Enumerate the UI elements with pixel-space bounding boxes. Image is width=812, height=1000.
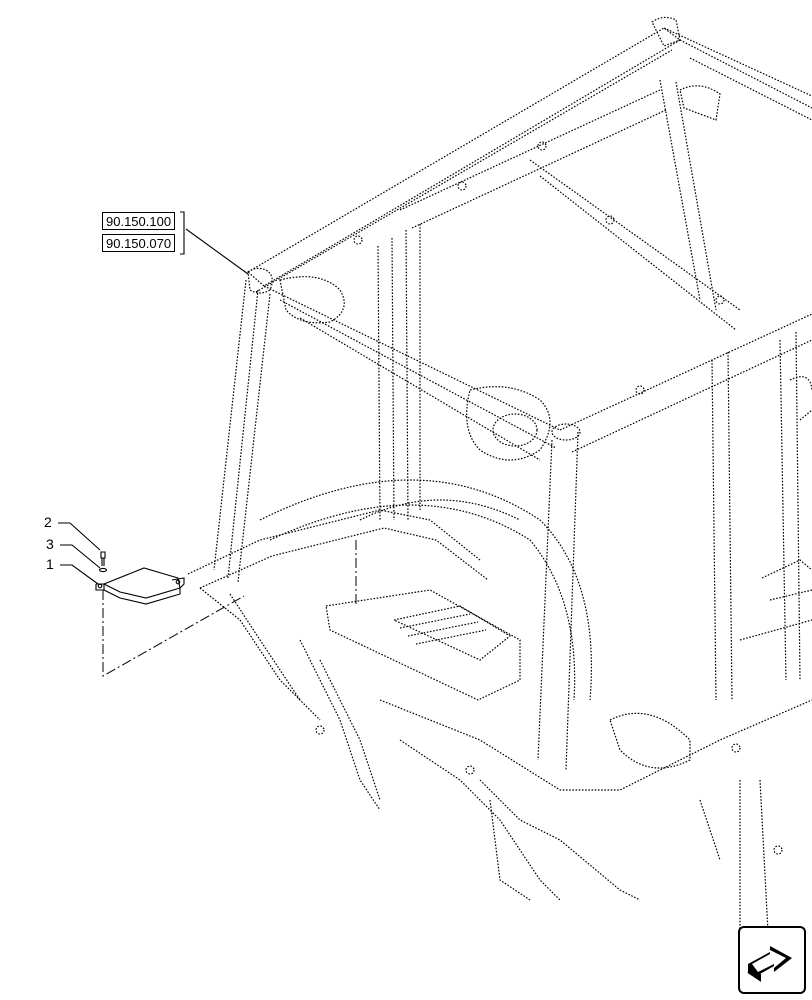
- cab-posts: [213, 79, 801, 771]
- callout-label-3: 3: [46, 536, 54, 552]
- reference-link-2[interactable]: 90.150.070: [102, 234, 176, 252]
- reference-link-1[interactable]: 90.150.100: [102, 212, 176, 230]
- next-page-arrow-icon: [747, 946, 792, 982]
- bracket-part: [95, 567, 185, 605]
- cab-roof-frame: [246, 16, 812, 461]
- next-page-button[interactable]: [738, 926, 806, 994]
- washer-part: [98, 567, 108, 573]
- cab-floor-and-fender: [187, 376, 812, 971]
- assembly-line: [102, 590, 245, 677]
- reference-leader: [185, 228, 249, 275]
- reference-bracket: [180, 211, 185, 255]
- leader-3: [60, 544, 101, 569]
- leader-2: [58, 522, 101, 551]
- screw-part: [100, 551, 106, 566]
- leader-1: [60, 564, 99, 585]
- callout-label-1: 1: [46, 556, 54, 572]
- callout-label-2: 2: [44, 514, 52, 530]
